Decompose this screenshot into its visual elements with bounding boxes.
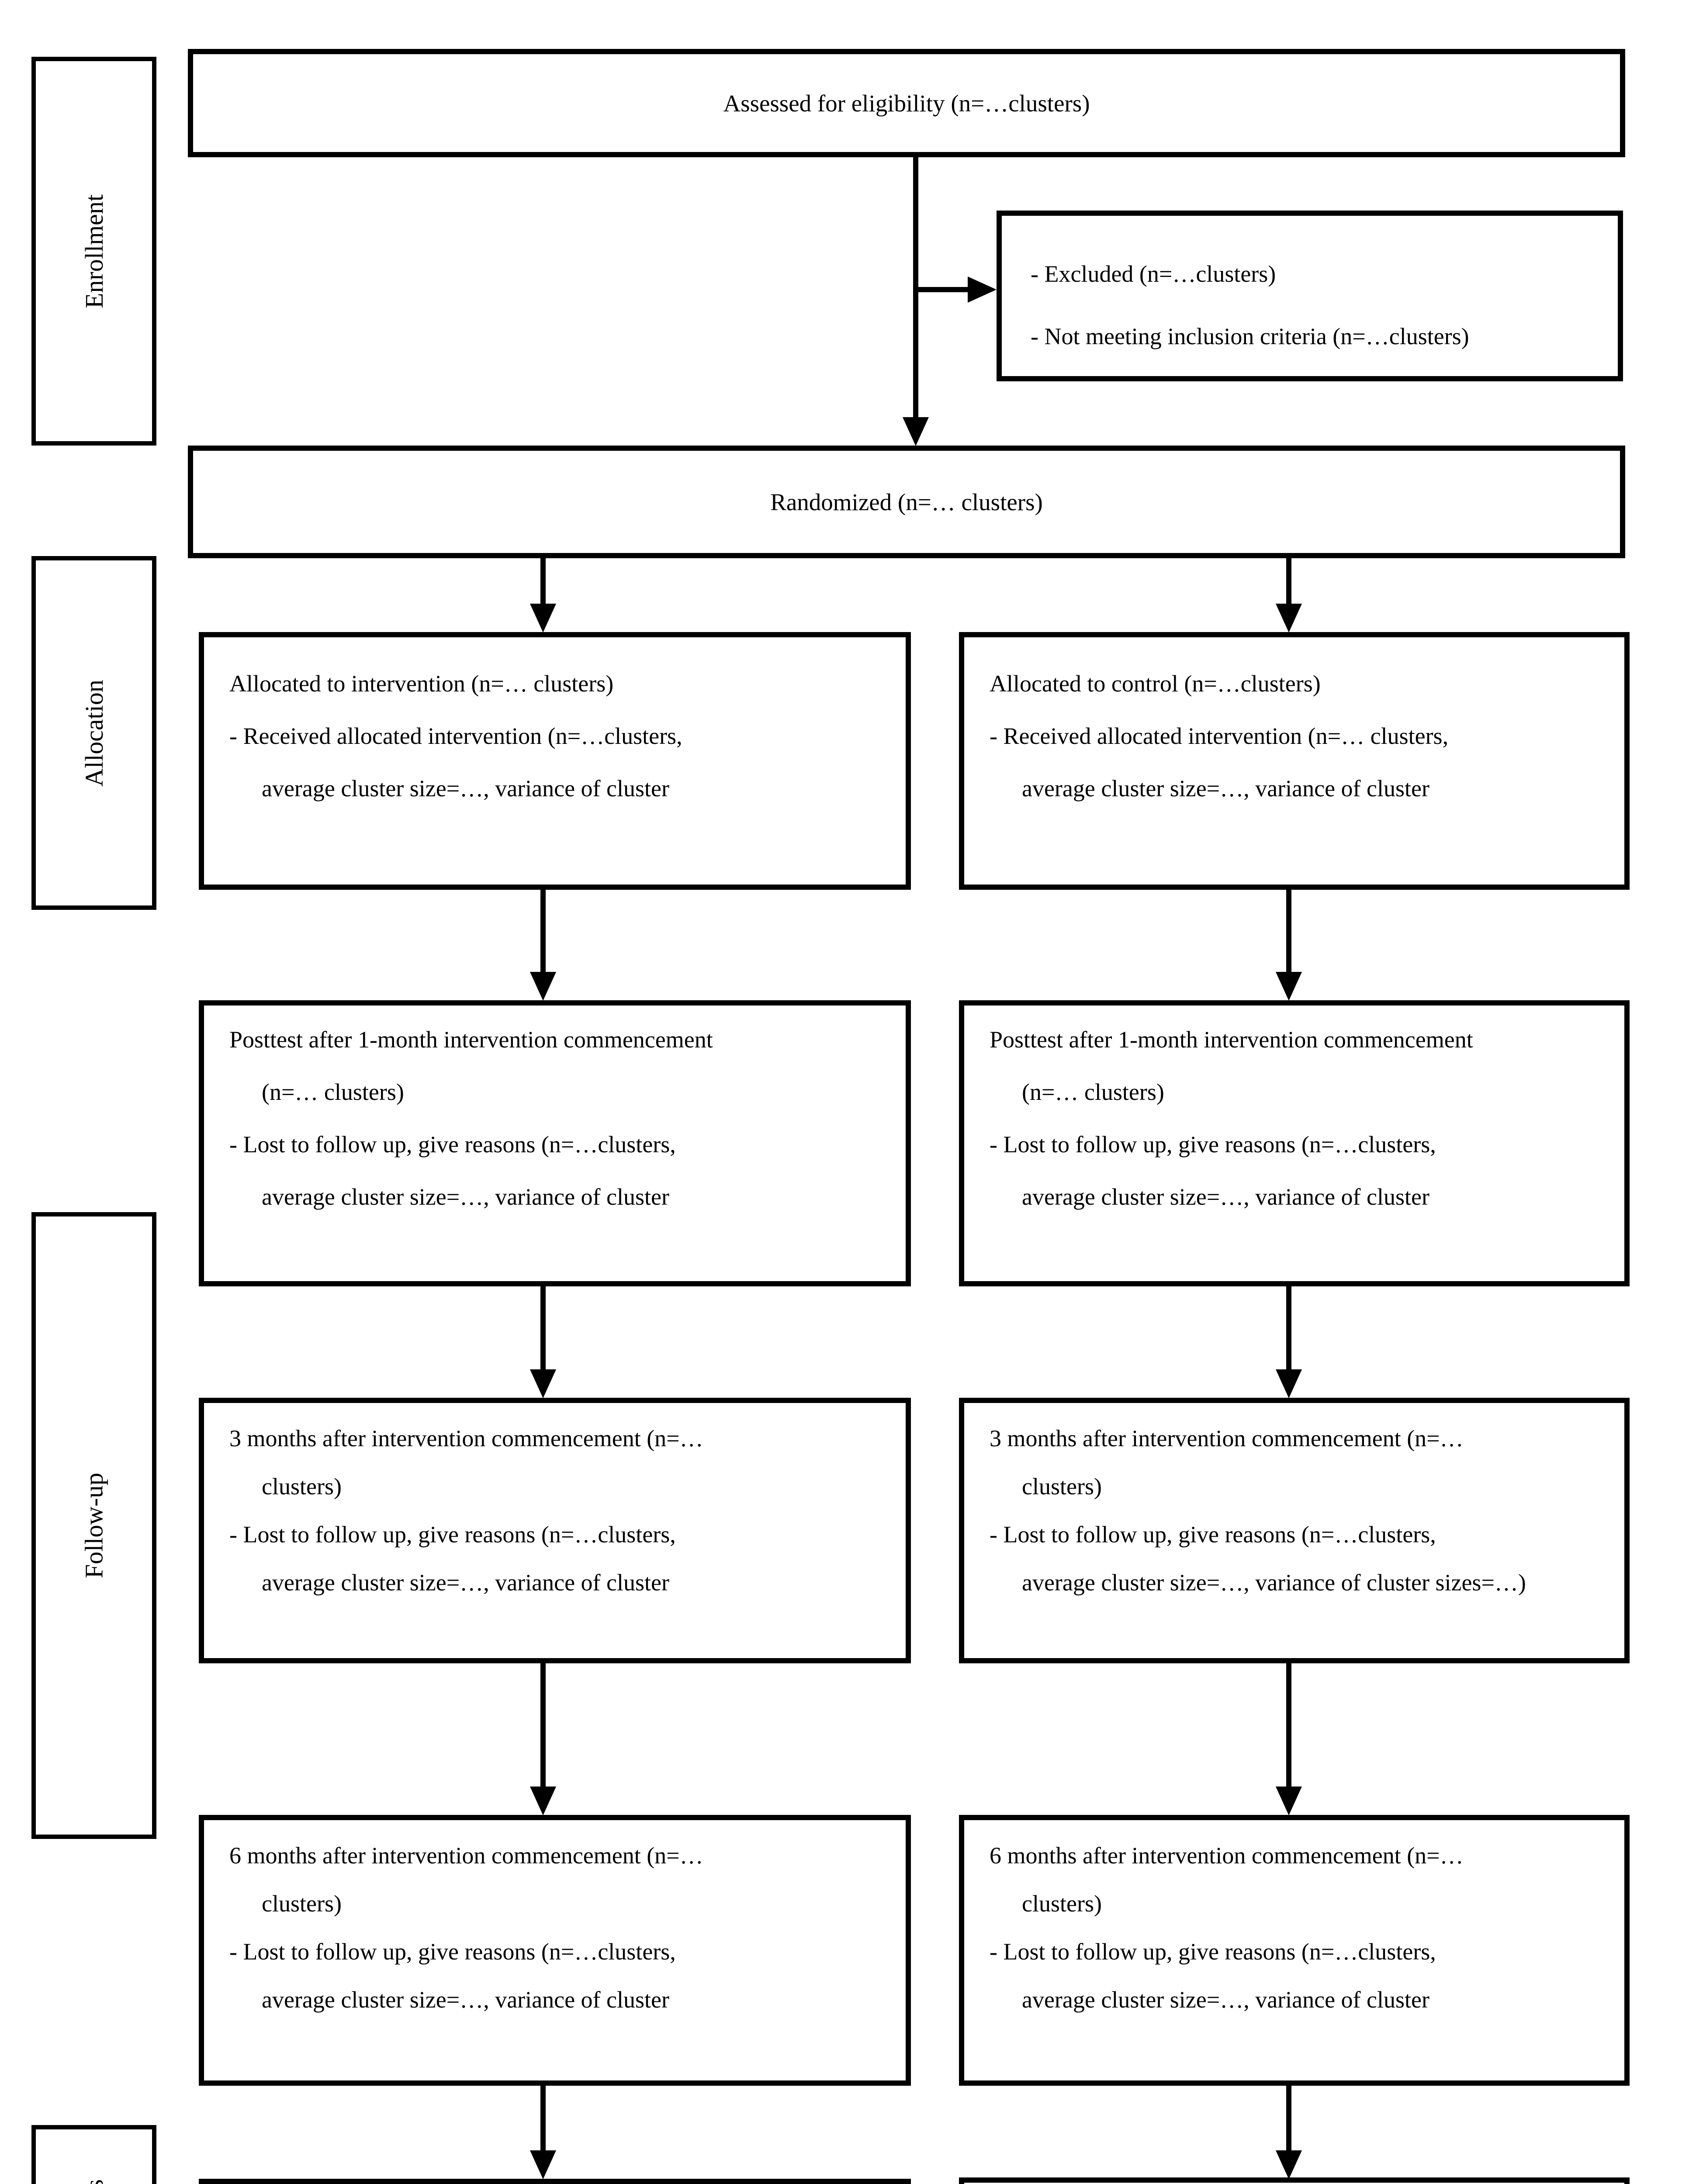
allocated-control-line: - Received allocated intervention (n=… c… [990, 723, 1449, 749]
stage-label-enrollment: Enrollment [31, 57, 156, 446]
arrow-assessed-to-randomized-head [903, 417, 929, 446]
box-assessed-eligibility: Assessed for eligibility (n=…clusters) [188, 49, 1625, 157]
allocated-intervention-line: Allocated to intervention (n=… clusters) [229, 670, 614, 697]
arrow-alloc-to-posttest-intervention-line [540, 890, 546, 973]
3months-control-line: - Lost to follow up, give reasons (n=…cl… [990, 1521, 1436, 1548]
box-itt-analysis-control: Intention-to-treat analysis (n = … clust… [959, 2177, 1630, 2184]
arrow-6months-to-analysis-control-line [1286, 2086, 1291, 2151]
3months-intervention-line: clusters) [262, 1473, 342, 1500]
stage-label-analysis: Analysis [31, 2125, 156, 2184]
box-allocated-control: Allocated to control (n=…clusters) - Rec… [959, 632, 1630, 890]
excluded-line: - Not meeting inclusion criteria (n=…clu… [1031, 323, 1469, 349]
3months-intervention-line: 3 months after intervention commencement… [229, 1425, 703, 1451]
3months-intervention-line: average cluster size=…, variance of clus… [262, 1569, 669, 1596]
box-posttest-control: Posttest after 1-month intervention comm… [959, 1000, 1630, 1286]
3months-control-line: clusters) [1022, 1473, 1102, 1500]
box-randomized: Randomized (n=… clusters) [188, 446, 1625, 558]
arrow-alloc-to-posttest-control-head [1276, 972, 1302, 1001]
arrow-3months-to-6months-control-head [1276, 1787, 1302, 1815]
3months-control-line: 3 months after intervention commencement… [990, 1425, 1464, 1451]
arrow-randomized-to-control-line [1286, 558, 1291, 605]
6months-intervention-line: 6 months after intervention commencement… [229, 1842, 703, 1869]
6months-intervention-line: average cluster size=…, variance of clus… [262, 1987, 669, 2013]
arrow-to-excluded-head [968, 276, 997, 303]
allocated-control-line: average cluster size=…, variance of clus… [1022, 775, 1429, 802]
arrow-posttest-to-3months-control-line [1286, 1286, 1291, 1370]
6months-control-line: clusters) [1022, 1890, 1102, 1917]
stage-label-followup: Follow-up [31, 1212, 156, 1839]
stage-label-enrollment-text: Enrollment [80, 194, 108, 308]
posttest-intervention-line: (n=… clusters) [262, 1079, 404, 1105]
box-excluded: - Excluded (n=…clusters) - Not meeting i… [997, 211, 1623, 381]
allocated-intervention-line: - Received allocated intervention (n=…cl… [229, 723, 682, 749]
box-3months-intervention: 3 months after intervention commencement… [199, 1398, 911, 1663]
arrow-randomized-to-control-head [1276, 604, 1302, 632]
arrow-3months-to-6months-control-line [1286, 1663, 1291, 1787]
arrow-to-excluded-line [916, 287, 968, 292]
box-allocated-intervention: Allocated to intervention (n=… clusters)… [199, 632, 911, 890]
box-itt-analysis-intervention: Intention-to-treat analysis (n=… cluster… [199, 2179, 911, 2184]
posttest-control-line: - Lost to follow up, give reasons (n=…cl… [990, 1131, 1436, 1158]
arrow-6months-to-analysis-intervention-line [540, 2086, 546, 2151]
arrow-randomized-to-intervention-head [530, 604, 556, 632]
arrow-alloc-to-posttest-intervention-head [530, 972, 556, 1001]
3months-control-line: average cluster size=…, variance of clus… [1022, 1569, 1526, 1596]
6months-control-line: 6 months after intervention commencement… [990, 1842, 1464, 1869]
box-6months-control: 6 months after intervention commencement… [959, 1815, 1630, 2086]
6months-intervention-line: clusters) [262, 1890, 342, 1917]
3months-intervention-line: - Lost to follow up, give reasons (n=…cl… [229, 1521, 676, 1548]
arrow-6months-to-analysis-control-head [1276, 2150, 1302, 2179]
box-6months-intervention: 6 months after intervention commencement… [199, 1815, 911, 2086]
arrow-posttest-to-3months-control-head [1276, 1369, 1302, 1398]
stage-label-followup-text: Follow-up [80, 1472, 108, 1579]
arrow-6months-to-analysis-intervention-head [530, 2150, 556, 2179]
allocated-control-line: Allocated to control (n=…clusters) [990, 670, 1321, 697]
arrow-alloc-to-posttest-control-line [1286, 890, 1291, 973]
excluded-line: - Excluded (n=…clusters) [1031, 261, 1276, 287]
randomized-text: Randomized (n=… clusters) [770, 488, 1043, 515]
posttest-control-line: average cluster size=…, variance of clus… [1022, 1184, 1429, 1210]
6months-intervention-line: - Lost to follow up, give reasons (n=…cl… [229, 1939, 676, 1965]
posttest-control-line: Posttest after 1-month intervention comm… [990, 1026, 1473, 1053]
stage-label-allocation-text: Allocation [80, 679, 108, 787]
box-3months-control: 3 months after intervention commencement… [959, 1398, 1630, 1663]
6months-control-line: average cluster size=…, variance of clus… [1022, 1987, 1429, 2013]
stage-label-allocation: Allocation [31, 556, 156, 910]
posttest-intervention-line: - Lost to follow up, give reasons (n=…cl… [229, 1131, 676, 1158]
assessed-eligibility-text: Assessed for eligibility (n=…clusters) [723, 90, 1090, 117]
arrow-randomized-to-intervention-line [540, 558, 546, 605]
posttest-control-line: (n=… clusters) [1022, 1079, 1164, 1105]
arrow-3months-to-6months-intervention-head [530, 1787, 556, 1815]
box-posttest-intervention: Posttest after 1-month intervention comm… [199, 1000, 911, 1286]
stage-label-analysis-text: Analysis [80, 2179, 109, 2184]
arrow-posttest-to-3months-intervention-head [530, 1369, 556, 1398]
allocated-intervention-line: average cluster size=…, variance of clus… [262, 775, 669, 802]
posttest-intervention-line: average cluster size=…, variance of clus… [262, 1184, 669, 1210]
arrow-3months-to-6months-intervention-line [540, 1663, 546, 1787]
posttest-intervention-line: Posttest after 1-month intervention comm… [229, 1026, 713, 1053]
6months-control-line: - Lost to follow up, give reasons (n=…cl… [990, 1939, 1436, 1965]
arrow-posttest-to-3months-intervention-line [540, 1286, 546, 1370]
